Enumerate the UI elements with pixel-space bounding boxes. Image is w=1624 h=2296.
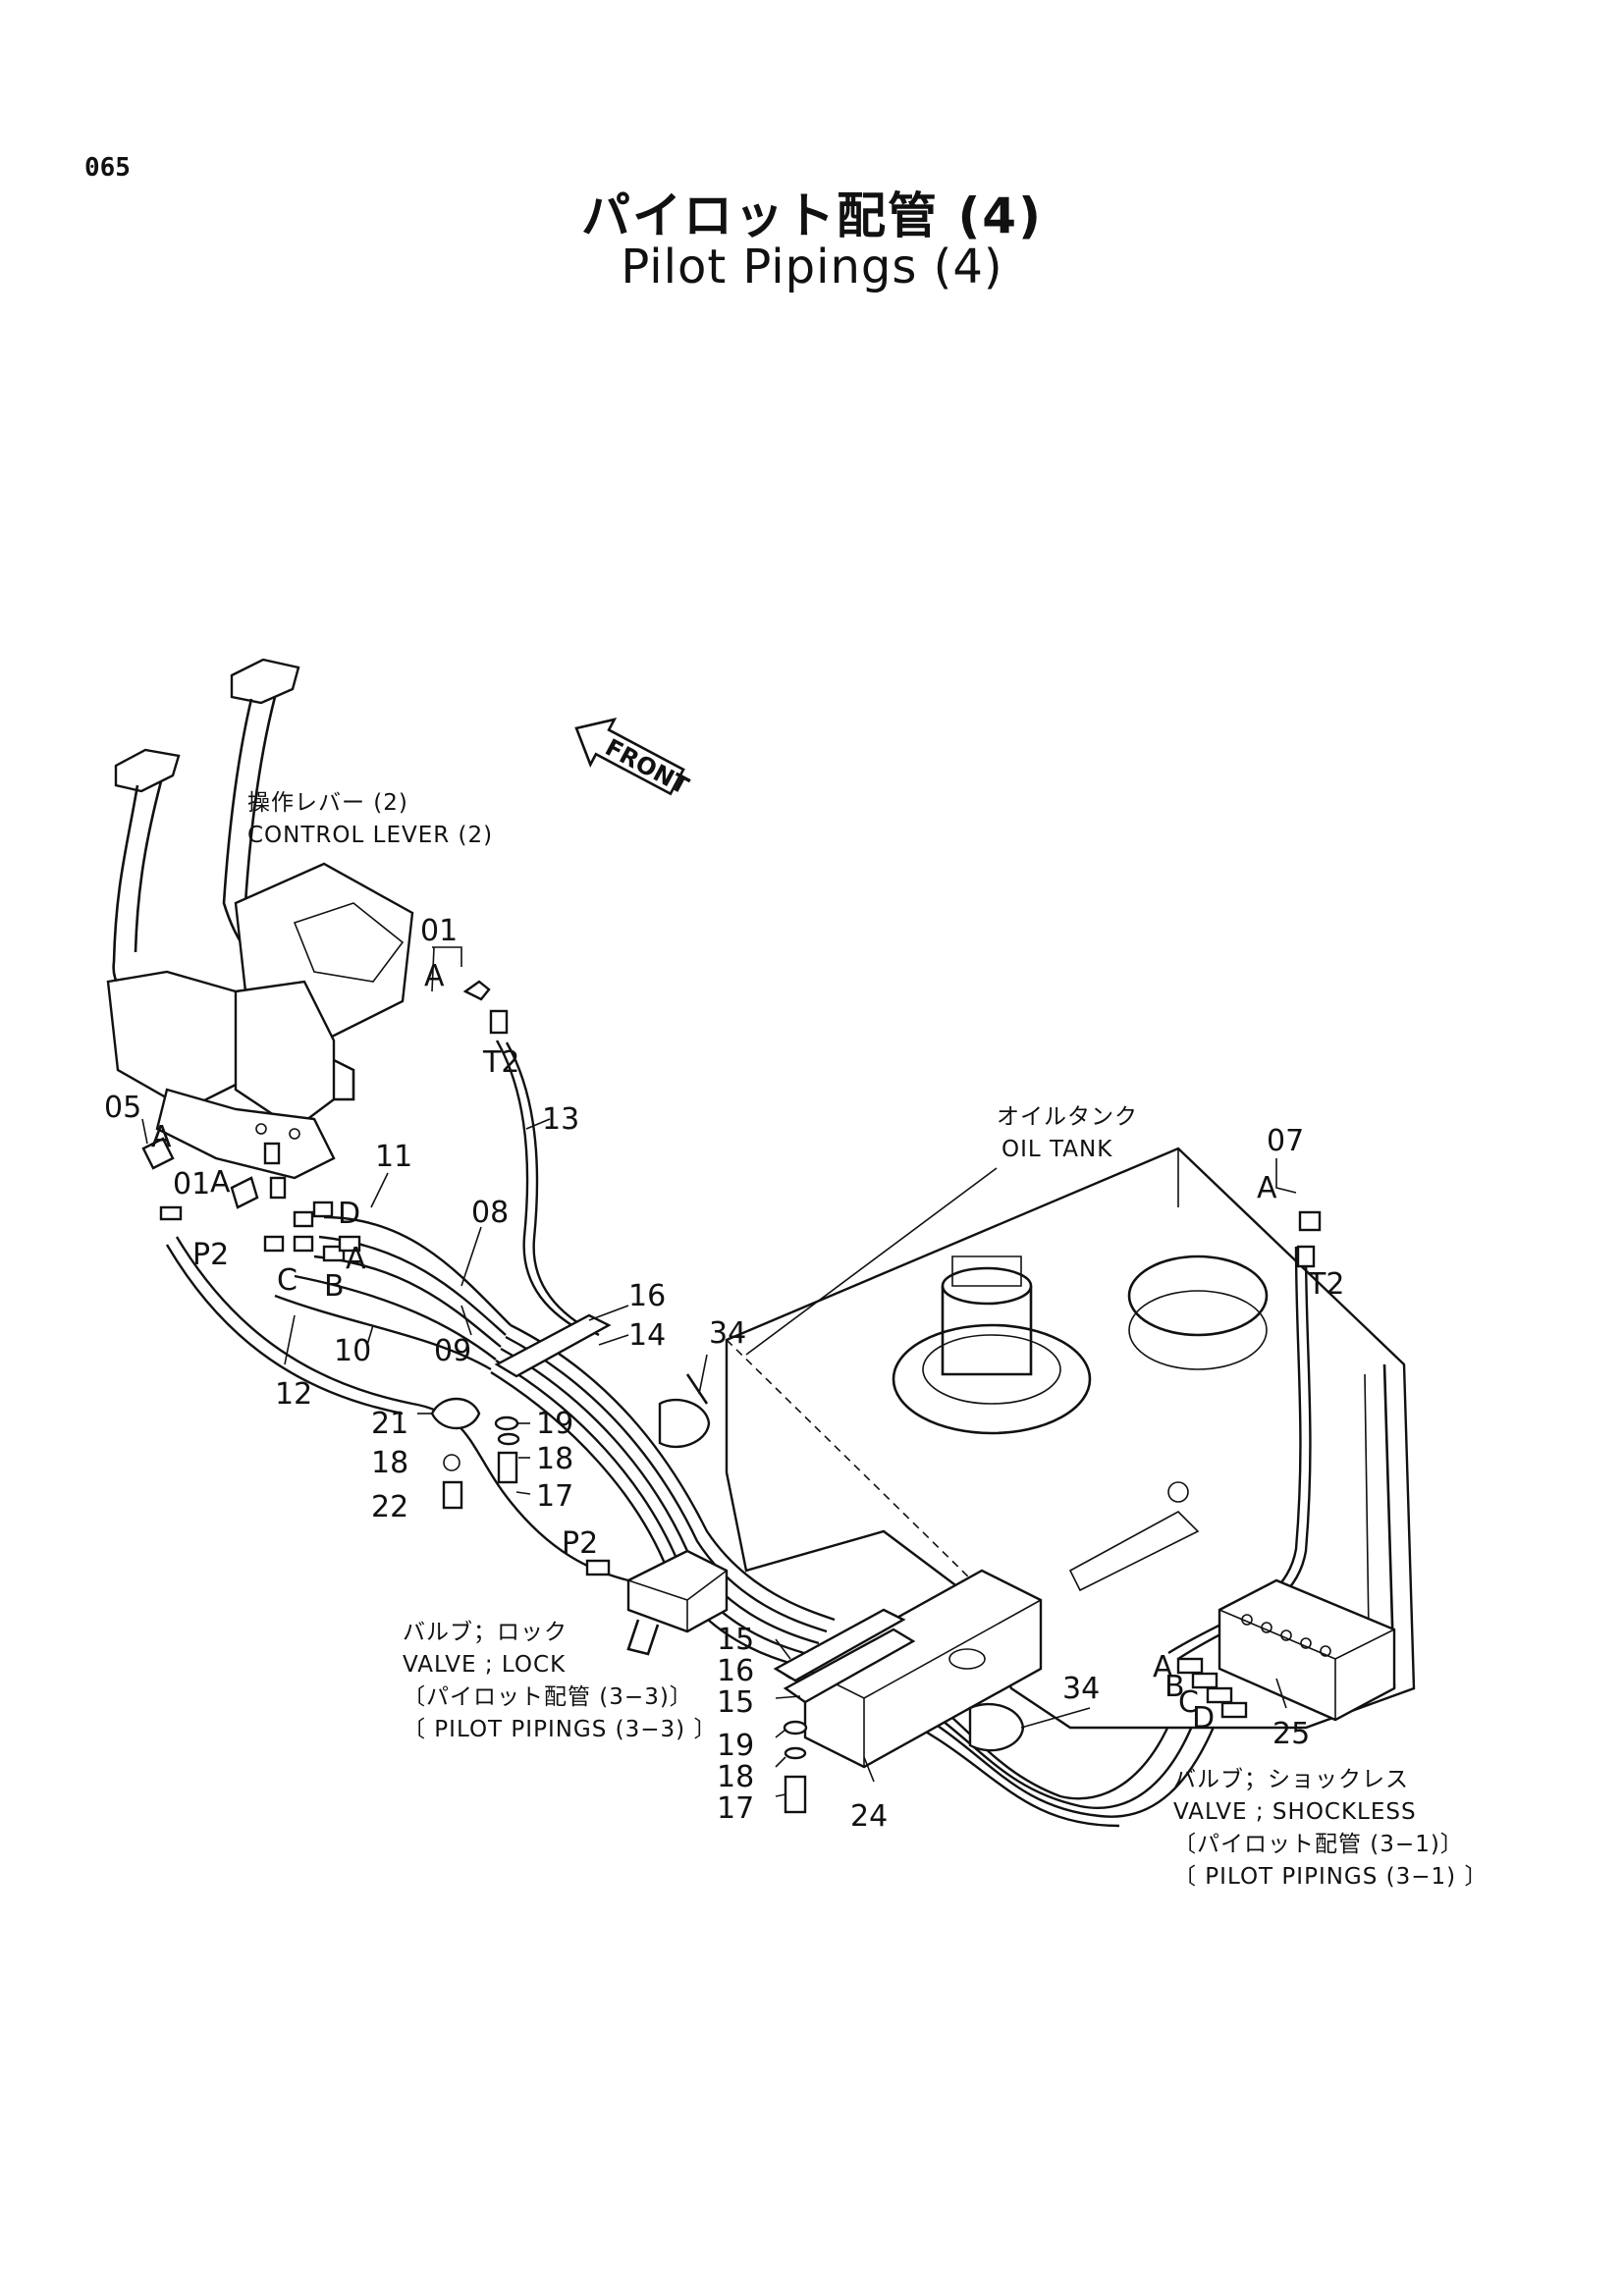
port-label-d1: D (338, 1197, 360, 1231)
callout-17-lower: 17 (717, 1791, 754, 1826)
callout-14: 14 (628, 1318, 666, 1353)
port-label-b2: B (1164, 1670, 1185, 1704)
callout-16-upper: 16 (628, 1279, 666, 1313)
port-label-a4: A (346, 1242, 366, 1276)
oil-tank-drawing (725, 1147, 1416, 1730)
lock-valve-label-en: VALVE ; LOCK (403, 1652, 566, 1678)
port-label-c2: C (1178, 1685, 1199, 1720)
leader-lines (141, 946, 1297, 1797)
bolt-stack-upper (494, 1415, 520, 1484)
lock-valve-ref-en: 〔 PILOT PIPINGS (3−3) 〕 (403, 1717, 717, 1742)
shockless-valve-ref-en: 〔 PILOT PIPINGS (3−1) 〕 (1173, 1864, 1488, 1890)
lock-valve-label-ja: バルブ；ロック (403, 1620, 568, 1645)
callout-11: 11 (375, 1140, 412, 1174)
callout-01-upper: 01 (420, 914, 458, 948)
port-label-a1: A (424, 959, 445, 993)
front-arrow-icon: FRONT (574, 718, 693, 800)
port-label-a2: A (151, 1120, 172, 1154)
callout-25: 25 (1272, 1717, 1310, 1751)
callout-34-upper: 34 (709, 1316, 746, 1351)
control-lever-label-ja: 操作レバー (2) (247, 790, 408, 816)
callout-34-lower: 34 (1062, 1672, 1100, 1706)
callout-21: 21 (371, 1407, 408, 1441)
port-label-a3: A (210, 1165, 231, 1200)
page-number: 065 (84, 153, 131, 183)
lock-valve-drawing (585, 1549, 729, 1656)
shockless-valve-label-en: VALVE ; SHOCKLESS (1173, 1799, 1417, 1825)
callout-18-upper: 18 (536, 1442, 573, 1476)
callout-10: 10 (334, 1334, 371, 1368)
port-label-b1: B (324, 1269, 345, 1304)
callout-05: 05 (104, 1091, 141, 1125)
control-lever-drawing (106, 658, 414, 1180)
port-label-a5: A (1257, 1171, 1277, 1205)
oil-tank-label-en: OIL TANK (1001, 1137, 1112, 1162)
lever-port-fittings (141, 980, 1322, 1268)
callout-09: 09 (434, 1334, 471, 1368)
callout-12: 12 (275, 1377, 312, 1412)
callout-07: 07 (1267, 1124, 1304, 1158)
clamp-34-upper (658, 1398, 711, 1449)
control-lever-label-en: CONTROL LEVER (2) (247, 823, 493, 848)
page-title-english: Pilot Pipings (4) (621, 240, 1003, 294)
port-label-t2-upper: T2 (482, 1045, 519, 1080)
shockless-valve-ref-ja: 〔パイロット配管 (3−1)〕 (1173, 1832, 1464, 1857)
shockless-valve-drawing (1176, 1578, 1396, 1722)
callout-13: 13 (542, 1102, 579, 1137)
callout-24: 24 (850, 1799, 888, 1834)
clamp-plate-14 (494, 1313, 612, 1378)
callout-18-lower: 18 (717, 1760, 754, 1794)
pilot-hose-bundle (274, 1215, 1229, 1828)
page-title-japanese: パイロット配管 (4) (581, 187, 1043, 244)
port-label-a6: A (1153, 1650, 1173, 1684)
callout-16-lower: 16 (717, 1654, 754, 1688)
clamp-34-lower (968, 1702, 1025, 1752)
port-label-c1: C (277, 1263, 298, 1298)
callout-22: 22 (371, 1490, 408, 1524)
callout-08: 08 (471, 1196, 509, 1230)
callout-17-upper: 17 (536, 1479, 573, 1514)
bolt-stack-lower (783, 1720, 808, 1814)
lock-valve-ref-ja: 〔パイロット配管 (3−3)〕 (403, 1684, 693, 1710)
hose-13 (495, 1040, 590, 1337)
callout-15-a: 15 (717, 1623, 754, 1657)
callout-15-b: 15 (717, 1685, 754, 1720)
callout-19-upper: 19 (536, 1407, 573, 1441)
callout-18-left: 18 (371, 1446, 408, 1480)
callout-19-lower: 19 (717, 1729, 754, 1763)
oil-tank-label-ja: オイルタンク (997, 1104, 1138, 1130)
clamp-21-drawing (430, 1397, 481, 1510)
port-label-t2-lower: T2 (1307, 1267, 1344, 1302)
port-label-d2: D (1192, 1701, 1215, 1735)
port-label-p2-upper: P2 (192, 1238, 229, 1272)
port-label-p2-lower: P2 (562, 1526, 598, 1561)
callout-01-lower: 01 (173, 1167, 210, 1201)
shockless-valve-label-ja: バルブ；ショックレス (1173, 1767, 1409, 1792)
